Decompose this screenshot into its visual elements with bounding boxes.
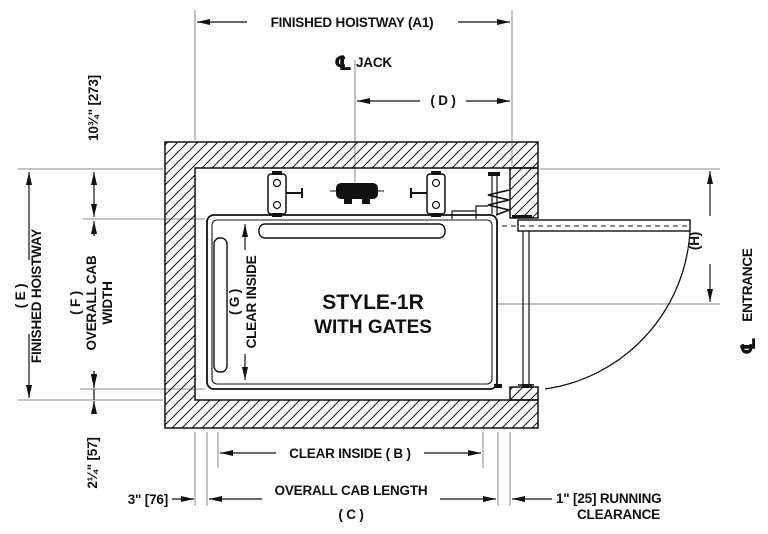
door-swing-arc — [544, 230, 691, 390]
entrance-jamb-bottom — [509, 386, 539, 401]
dim-offset-bottom-label: 2¼" [57] — [85, 437, 100, 488]
rail-bracket-right — [410, 171, 446, 217]
entrance-centerline-label: ℄ ENTRANCE — [738, 248, 760, 355]
dim-g-line1: ( G ) — [227, 289, 242, 315]
dimension-lines — [26, 19, 713, 502]
jack-unit — [330, 183, 384, 204]
dim-f-line2: OVERALL CAB — [84, 255, 99, 351]
dim-e-line1: ( E ) — [13, 284, 28, 309]
cab-gate-pocket — [451, 210, 476, 219]
entrance-door — [502, 219, 691, 390]
entrance-sight-guards — [494, 215, 534, 388]
offset-bottom-text: 2¼" [57] — [85, 437, 100, 488]
jack-label: JACK — [356, 55, 392, 70]
dim-g-line2: CLEAR INSIDE — [244, 255, 259, 348]
dim-wall-gap-label: 3" [76] — [128, 492, 168, 507]
dim-a1-label: FINISHED HOISTWAY (A1) — [271, 15, 434, 30]
dim-h-text: (H) — [687, 232, 702, 250]
cab-gate-hardware — [475, 172, 512, 219]
dim-c-line2: ( C ) — [338, 507, 363, 522]
dim-f-line3: WIDTH — [100, 281, 115, 324]
cab-side-panel — [213, 237, 228, 373]
dim-d-label: ( D ) — [430, 93, 455, 108]
dim-f-label: ( F ) OVERALL CAB WIDTH — [68, 255, 115, 351]
dim-c-line1: OVERALL CAB LENGTH — [275, 483, 428, 498]
cab-style-subtitle: WITH GATES — [314, 317, 432, 338]
cab-style-title: STYLE-1R — [322, 291, 424, 314]
dim-offset-top-label: 10¾" [273] — [86, 75, 101, 141]
gate-lead — [475, 205, 488, 219]
entrance-jamb-top — [509, 167, 539, 219]
gate-spring — [487, 189, 512, 216]
rail-bracket-left — [267, 171, 303, 217]
entrance-centerline-symbol: ℄ — [738, 337, 760, 355]
offset-top-text: 10¾" [273] — [86, 75, 101, 141]
cab — [206, 210, 498, 390]
dim-e-label: ( E ) FINISHED HOISTWAY — [13, 229, 44, 363]
hoistway-wall-u — [164, 141, 539, 429]
running-clearance-line2: CLEARANCE — [577, 507, 660, 522]
dim-b-label: CLEAR INSIDE ( B ) — [289, 446, 411, 461]
entrance-text: ENTRANCE — [740, 248, 755, 322]
running-clearance-line1: 1" [25] RUNNING — [556, 491, 661, 506]
dim-f-line1: ( F ) — [68, 291, 83, 315]
cab-rear-panel — [258, 223, 446, 239]
dim-h-label: (H) — [687, 232, 702, 250]
jack-centerline-symbol: ℄ — [334, 53, 352, 75]
hoistway-walls — [164, 141, 539, 429]
dim-e-line2: FINISHED HOISTWAY — [29, 229, 44, 363]
dim-g-label: ( G ) CLEAR INSIDE — [227, 255, 259, 348]
